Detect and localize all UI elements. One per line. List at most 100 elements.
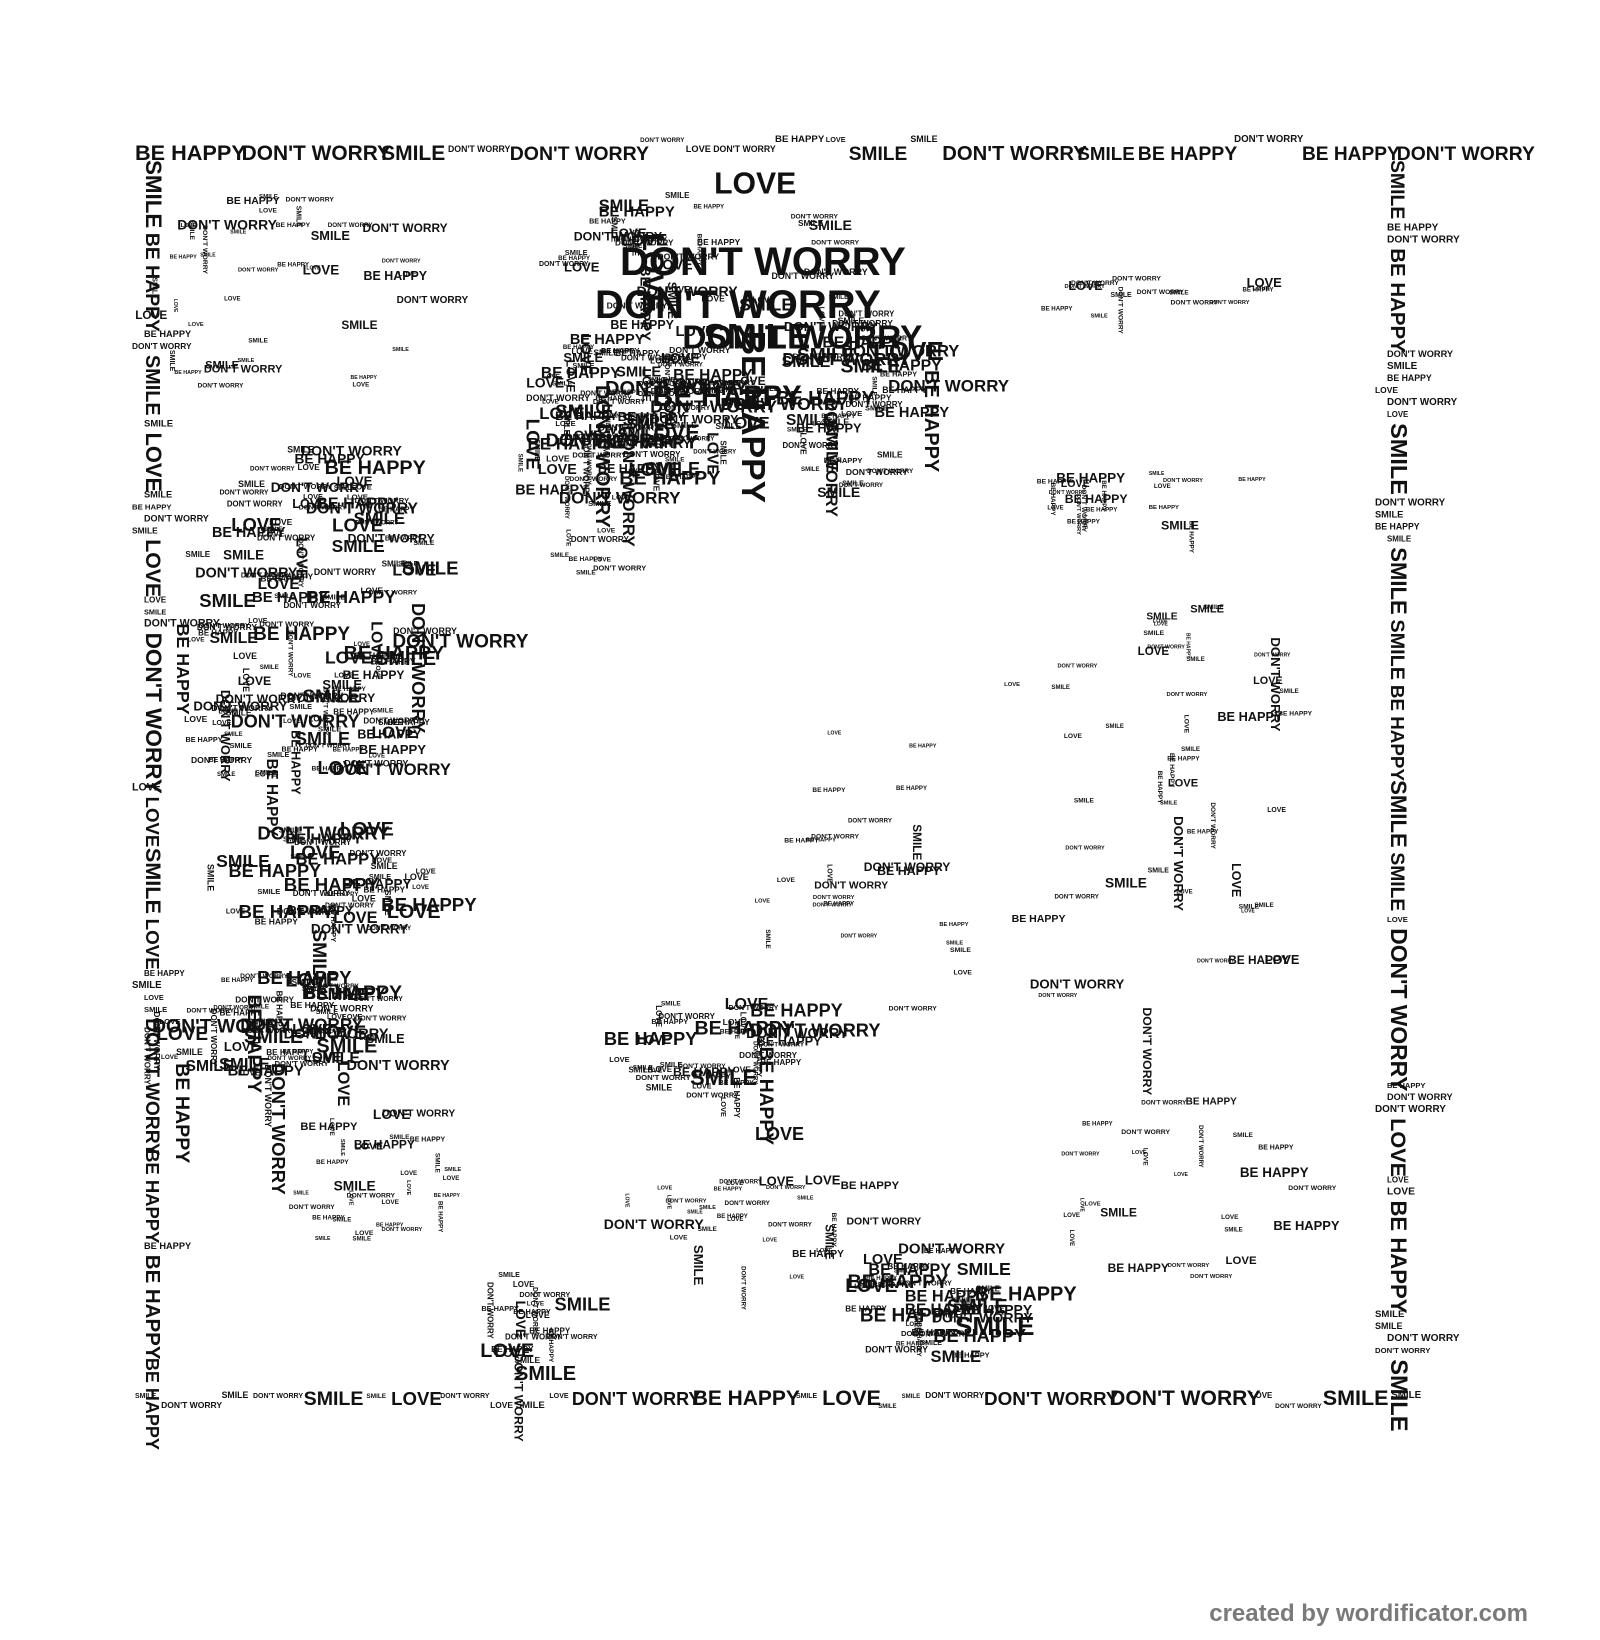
word: LOVE: [565, 428, 602, 443]
word: BE HAPPY: [637, 266, 653, 341]
word: LOVE: [400, 1170, 417, 1177]
word: BE HAPPY: [221, 977, 254, 984]
word: DON'T WORRY: [152, 1015, 291, 1037]
word: LOVE: [188, 322, 204, 328]
word: BE HAPPY: [861, 358, 942, 375]
word: DON'T WORRY: [1049, 490, 1086, 496]
word: SMILE: [645, 459, 700, 479]
word: LOVE: [233, 651, 257, 661]
word: DON'T WORRY: [846, 400, 904, 409]
word: DON'T WORRY: [900, 1279, 952, 1288]
word: LOVE: [818, 307, 827, 327]
word: BE HAPPY: [792, 1249, 844, 1260]
word: DON'T WORRY: [448, 144, 510, 154]
word: SMILE: [316, 1035, 377, 1057]
word: DON'T WORRY: [1147, 644, 1185, 650]
word: SMILE: [1186, 657, 1204, 663]
word: LOVE: [542, 399, 559, 406]
word: BE HAPPY: [342, 877, 411, 892]
word: DON'T WORRY: [746, 1026, 849, 1042]
word: SMILE: [308, 929, 329, 988]
word: BE HAPPY: [750, 1000, 842, 1020]
word: SMILE: [690, 1065, 757, 1090]
word: LOVE: [726, 1180, 743, 1187]
word: DON'T WORRY: [580, 390, 631, 397]
word: BE HAPPY: [1167, 755, 1200, 762]
word: BE HAPPY: [1387, 1081, 1425, 1090]
word: LOVE: [292, 496, 327, 511]
word: BE HAPPY: [344, 642, 445, 664]
word: SMILE: [333, 1217, 352, 1224]
word: DON'T WORRY: [623, 450, 681, 459]
word: SMILE: [623, 243, 642, 250]
word: LOVE: [328, 1118, 335, 1137]
word: DON'T WORRY: [350, 849, 408, 858]
word: DON'T WORRY: [216, 692, 304, 706]
word: DON'T WORRY: [195, 566, 298, 582]
word: BE HAPPY: [294, 451, 364, 466]
word: DON'T WORRY: [751, 1041, 757, 1084]
word: BE HAPPY: [776, 389, 875, 410]
word: BE HAPPY: [220, 1009, 262, 1018]
word: LOVE: [983, 1304, 1004, 1313]
word: DON'T WORRY: [1386, 928, 1412, 1091]
word: SMILE: [311, 228, 351, 243]
word: BE HAPPY: [618, 409, 686, 424]
word: SMILE: [226, 707, 252, 717]
word: BE HAPPY: [673, 367, 753, 384]
word: BE HAPPY: [141, 233, 163, 332]
word: SMILE: [976, 1285, 1000, 1294]
word: SMILE: [144, 608, 166, 617]
word: DON'T WORRY: [599, 423, 660, 433]
word: DON'T WORRY: [333, 760, 451, 779]
word: BE HAPPY: [905, 1301, 984, 1318]
word: SMILE: [665, 282, 679, 319]
word: BE HAPPY: [1243, 287, 1274, 294]
word: LOVE: [392, 561, 436, 579]
word: DON'T WORRY: [682, 319, 922, 356]
word: DON'T WORRY: [240, 1014, 363, 1034]
word: LOVE: [609, 1055, 629, 1064]
word: LOVE: [527, 1301, 544, 1308]
word: LOVE: [612, 495, 631, 502]
word: SMILE: [318, 724, 342, 733]
word: LOVE: [318, 757, 368, 778]
word: LOVE: [1183, 715, 1190, 734]
word: SMILE: [604, 410, 611, 431]
word: LOVE: [1241, 908, 1255, 914]
word: BE HAPPY: [255, 917, 299, 927]
word: LOVE: [1004, 682, 1020, 688]
word: BE HAPPY: [1278, 711, 1312, 718]
word: DON'T WORRY: [1030, 976, 1125, 991]
word: SMILE: [498, 1271, 520, 1279]
word: SMILE: [1386, 423, 1412, 495]
word: DON'T WORRY: [861, 336, 911, 343]
word: BE HAPPY: [354, 1137, 415, 1151]
word: DON'T WORRY: [846, 1216, 921, 1227]
word: DON'T WORRY: [595, 283, 881, 327]
word: SMILE: [398, 561, 419, 568]
word: BE HAPPY: [364, 269, 428, 283]
word: DON'T WORRY: [1065, 284, 1106, 290]
word: DON'T WORRY: [257, 534, 316, 543]
word: SMILE: [141, 355, 163, 416]
word: SMILE: [660, 1060, 683, 1069]
word: DON'T WORRY: [1080, 484, 1087, 532]
word: BE HAPPY: [252, 590, 328, 606]
word: DON'T WORRY: [198, 383, 244, 390]
word: SMILE: [1391, 1390, 1421, 1401]
word: DON'T WORRY: [204, 363, 283, 375]
word: DON'T WORRY: [344, 758, 408, 768]
word: DON'T WORRY: [678, 1063, 726, 1070]
word: SMILE: [287, 445, 314, 455]
word: SMILE: [628, 1065, 652, 1074]
word: SMILE: [516, 1400, 545, 1411]
word: DON'T WORRY: [657, 251, 719, 261]
word: BE HAPPY: [290, 1000, 334, 1010]
word: LOVE: [1154, 483, 1171, 490]
word: BE HAPPY: [719, 1080, 755, 1087]
word: DON'T WORRY: [636, 1073, 692, 1082]
word: DON'T WORRY: [888, 377, 1010, 396]
word: LOVE: [285, 969, 339, 991]
word: DON'T WORRY: [591, 385, 613, 529]
